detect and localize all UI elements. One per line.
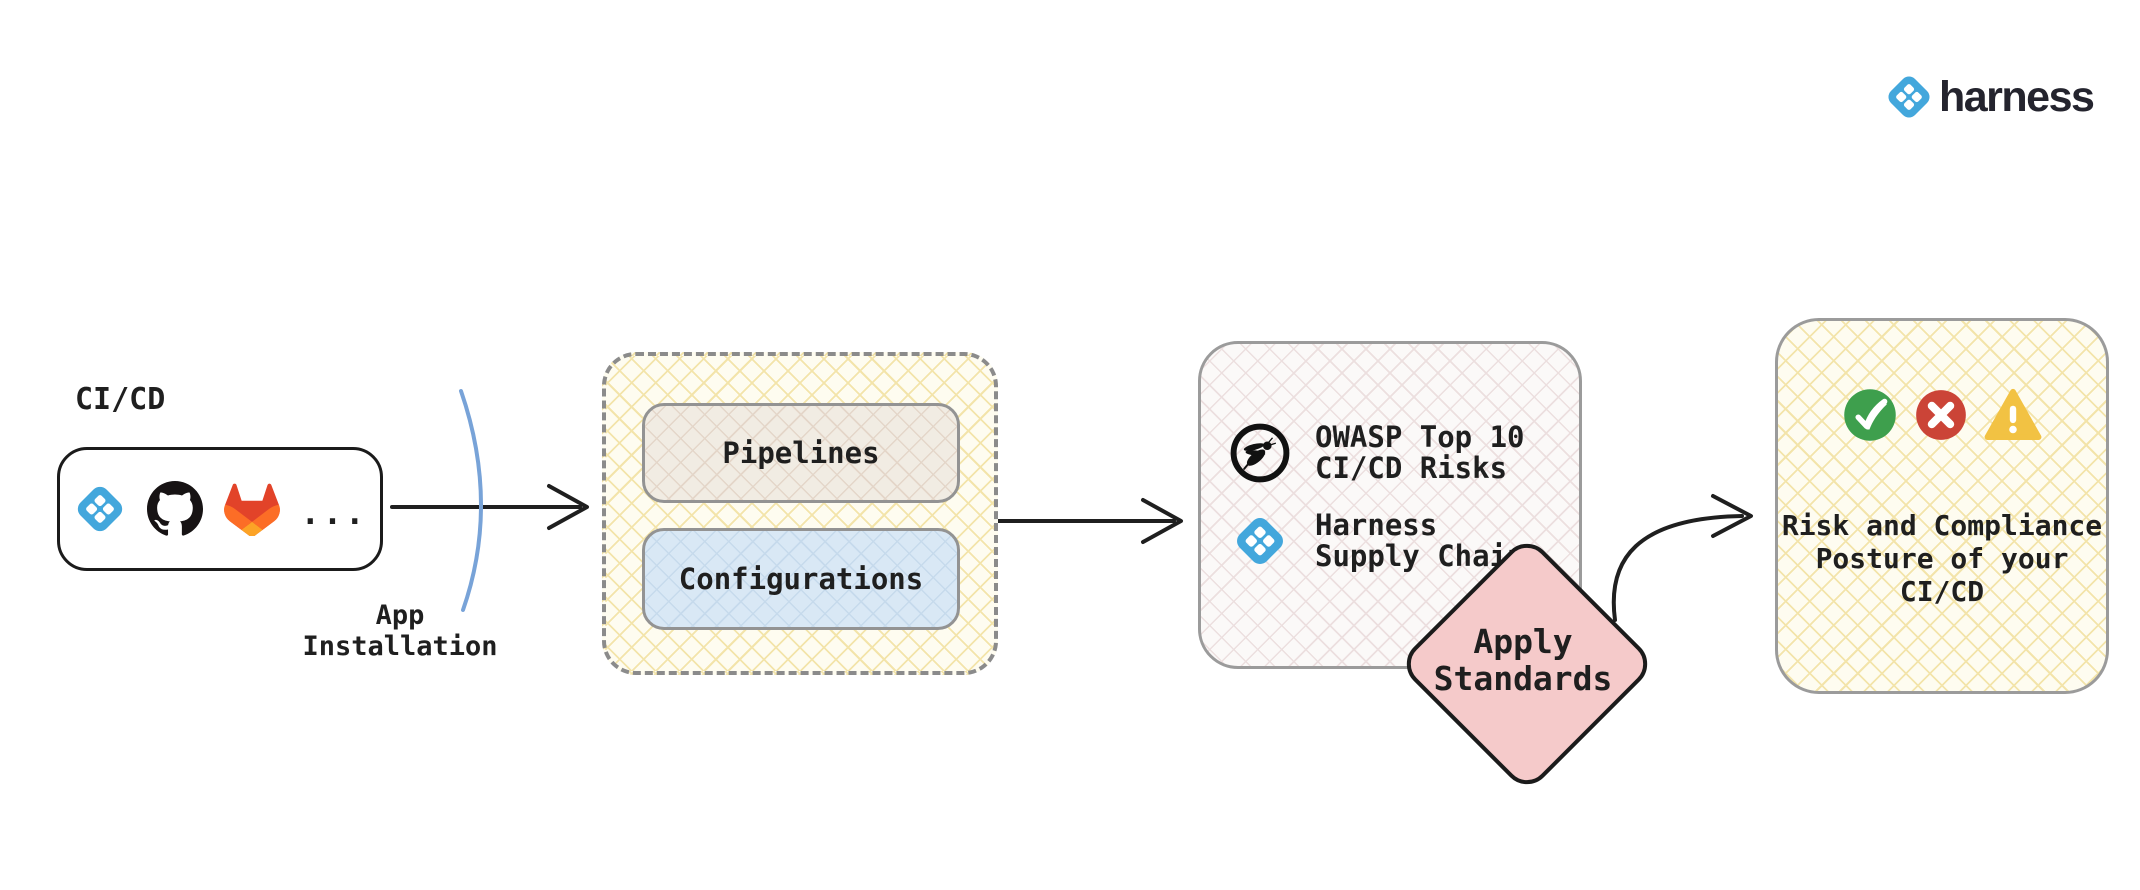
cicd-source-box: ...	[57, 447, 383, 571]
app-installation-line1: App	[375, 600, 425, 631]
apply-standards-line1: Apply	[1473, 622, 1573, 661]
configurations-label: Configurations	[678, 562, 924, 596]
outcome-line2: Posture of your	[1815, 542, 2069, 575]
check-icon	[1844, 389, 1896, 441]
owasp-icon	[1227, 420, 1293, 486]
harness-label-line2: Supply Chain	[1315, 539, 1525, 573]
app-installation-label: App Installation	[300, 600, 500, 662]
arrowhead-2	[1141, 498, 1183, 544]
outcome-box: Risk and Compliance Posture of your CI/C…	[1775, 318, 2109, 694]
harness-logo: harness	[1884, 72, 2095, 122]
cross-icon	[1916, 390, 1966, 440]
arrowhead-1	[547, 484, 589, 530]
harness-icon	[77, 486, 122, 532]
more-providers-ellipsis: ...	[300, 494, 368, 532]
harness-supply-chain-icon	[1227, 513, 1293, 569]
warning-icon	[1984, 388, 2042, 440]
owasp-standard-row: OWASP Top 10 CI/CD Risks	[1227, 420, 1525, 486]
outcome-label: Risk and Compliance Posture of your CI/C…	[1778, 509, 2106, 608]
arrowhead-3	[1711, 494, 1753, 538]
owasp-label-line1: OWASP Top 10	[1315, 420, 1525, 454]
owasp-label: OWASP Top 10 CI/CD Risks	[1315, 422, 1525, 484]
arrow-decision-to-outcome	[1611, 514, 1744, 622]
configurations-box: Configurations	[642, 528, 960, 630]
source-title: CI/CD	[75, 382, 166, 417]
apply-standards-label: Apply Standards	[1423, 623, 1623, 697]
pipelines-label: Pipelines	[722, 436, 880, 470]
harness-supply-chain-label: Harness Supply Chain	[1315, 510, 1525, 572]
harness-standard-row: Harness Supply Chain	[1227, 510, 1525, 572]
harness-logo-icon	[1888, 76, 1930, 118]
pipelines-box: Pipelines	[642, 403, 960, 503]
outcome-line1: Risk and Compliance	[1781, 509, 2103, 542]
harness-logo-text: harness	[1939, 72, 2095, 121]
harness-label-line1: Harness	[1315, 508, 1438, 542]
owasp-label-line2: CI/CD Risks	[1315, 451, 1508, 485]
gitlab-icon	[223, 483, 280, 536]
app-installation-arc	[459, 389, 483, 612]
github-icon	[146, 481, 203, 536]
harness-module-box: Pipelines Configurations	[602, 352, 998, 675]
app-installation-line2: Installation	[302, 631, 498, 662]
apply-standards-line2: Standards	[1433, 659, 1613, 698]
status-icons-row	[1778, 387, 2106, 443]
outcome-line3: CI/CD	[1899, 575, 1985, 608]
